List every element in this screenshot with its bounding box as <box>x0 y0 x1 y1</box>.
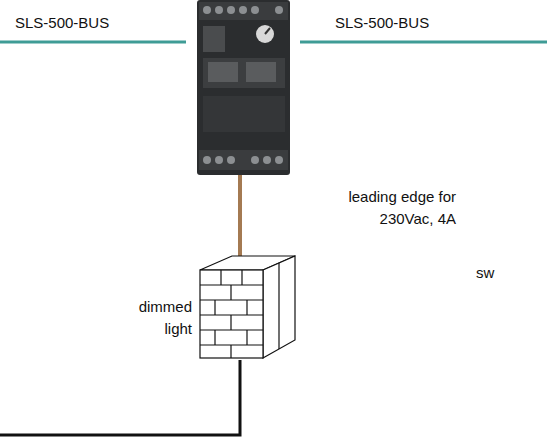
dimmer-note: leading edge for 230Vac, 4A <box>344 186 456 230</box>
bus-line <box>300 41 547 44</box>
return-wire <box>0 360 240 435</box>
dimmer-module <box>197 0 290 175</box>
bus-line <box>0 41 186 44</box>
bus-name: SLS-500-BUS <box>15 12 109 34</box>
bus-name: SLS-500-BUS <box>335 12 429 34</box>
load-wire <box>238 174 242 256</box>
light-fixture <box>200 256 295 358</box>
cut-label: sw <box>476 262 494 284</box>
load-name: dimmed light <box>134 296 192 340</box>
